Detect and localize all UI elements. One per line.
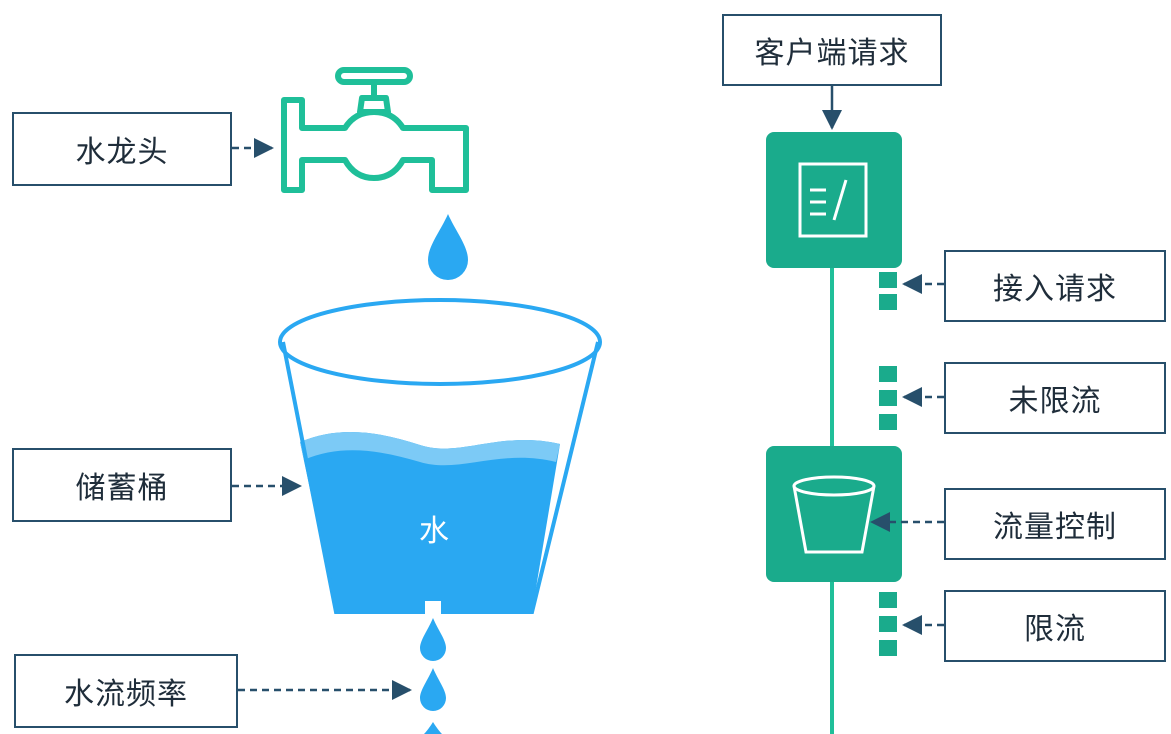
flow-label: 水流频率 <box>14 654 238 728</box>
document-icon <box>798 162 868 238</box>
control-box <box>766 446 902 582</box>
request-box <box>766 132 902 268</box>
flow-control-label: 流量控制 <box>944 488 1166 560</box>
unlimited-request-squares <box>879 366 897 430</box>
limited-request-squares <box>879 592 897 656</box>
water-drop-icon <box>420 668 446 711</box>
client-request-label: 客户端请求 <box>722 14 942 86</box>
limited-label: 限流 <box>944 590 1166 662</box>
accept-request-label: 接入请求 <box>944 250 1166 322</box>
water-label: 水 <box>419 514 449 549</box>
water-drop-icon <box>424 722 442 734</box>
bucket-icon <box>278 298 602 615</box>
unlimited-label: 未限流 <box>944 362 1166 434</box>
bucket-label: 储蓄桶 <box>12 448 232 522</box>
accepted-request-squares <box>879 272 897 310</box>
faucet-icon <box>281 67 469 193</box>
water-drop-icon <box>420 618 446 661</box>
water-drop-icon <box>428 214 468 280</box>
faucet-label: 水龙头 <box>12 112 232 186</box>
bucket-outline-icon <box>792 475 876 554</box>
